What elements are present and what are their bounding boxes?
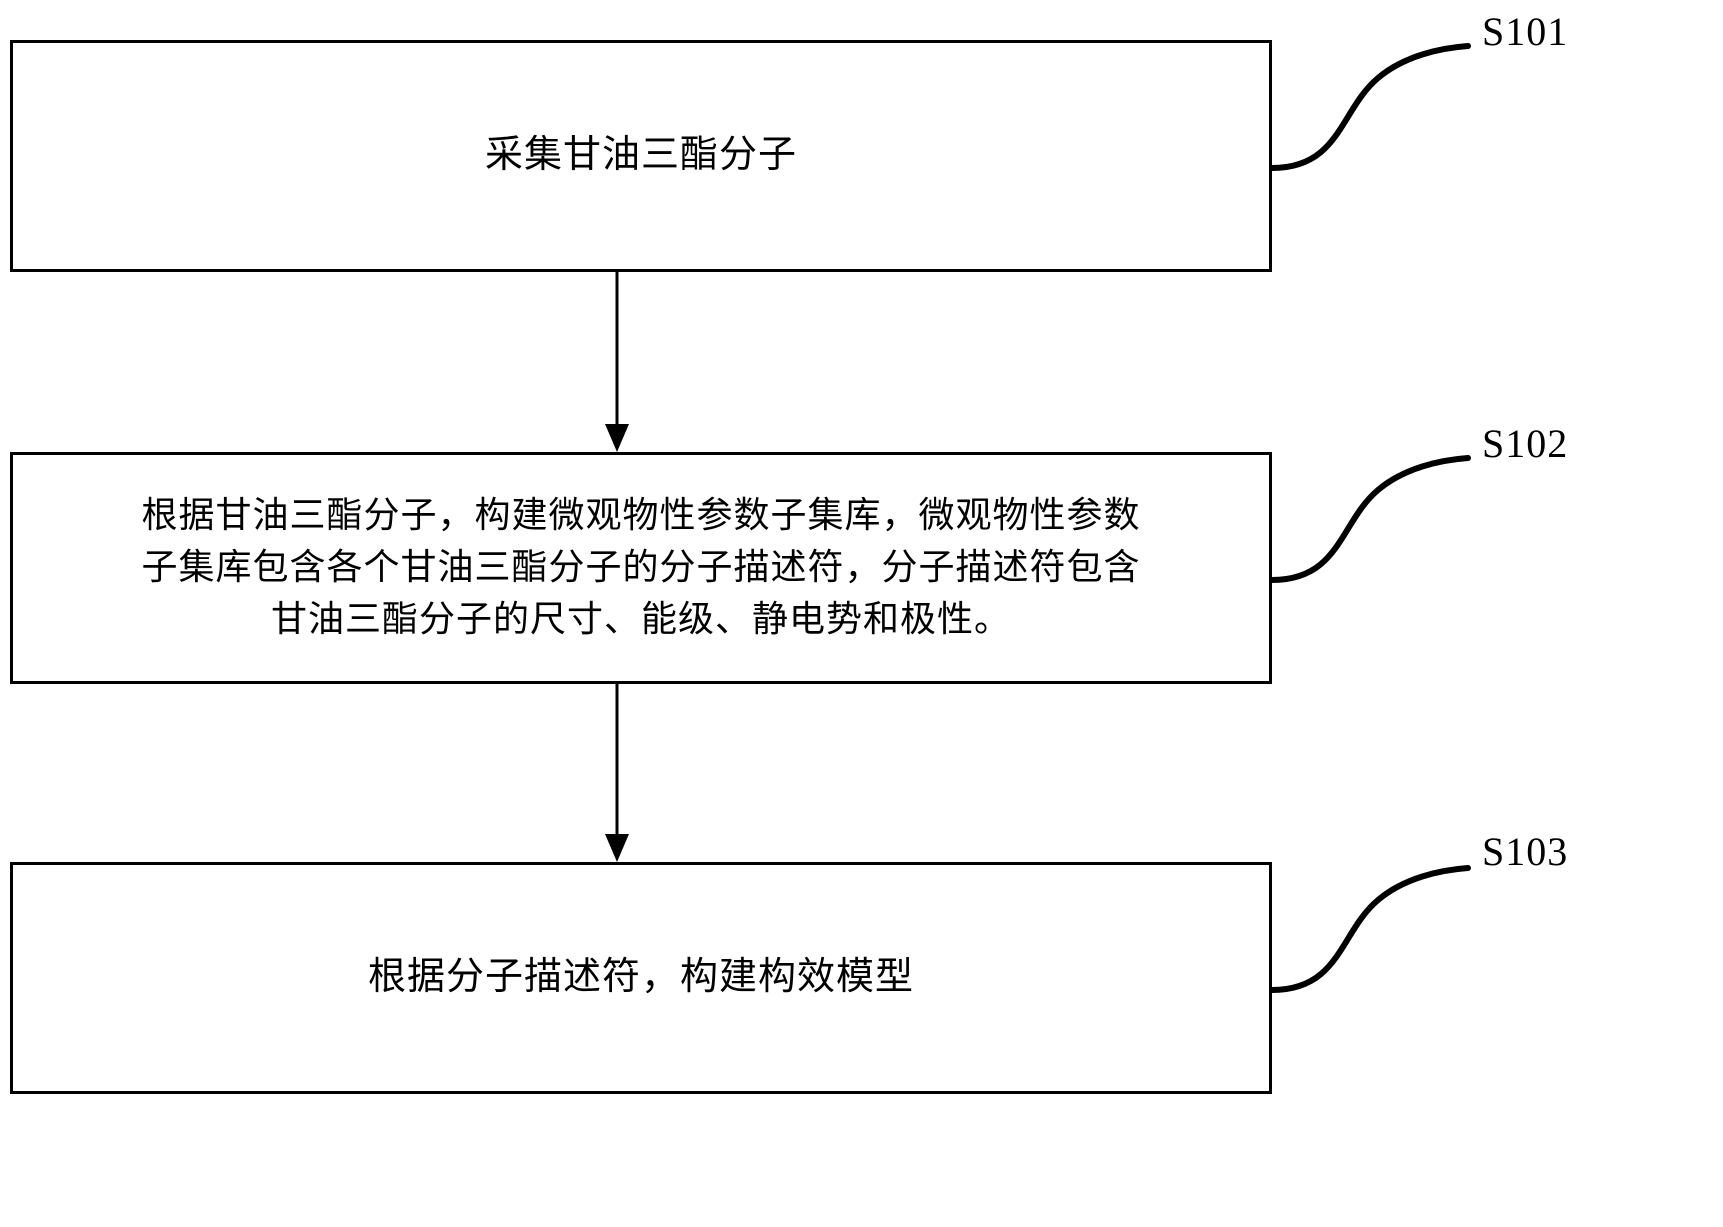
connector-s102-s103 (605, 684, 629, 862)
flow-step-s103[interactable]: 根据分子描述符，构建构效模型 (10, 862, 1272, 1094)
flow-step-s102-text: 根据甘油三酯分子，构建微观物性参数子集库，微观物性参数 子集库包含各个甘油三酯分… (141, 495, 1141, 639)
leader-line-s102 (1269, 455, 1471, 583)
step-label-s103: S103 (1482, 829, 1569, 874)
flow-step-s103-text: 根据分子描述符，构建构效模型 (367, 956, 914, 999)
leader-line-s103 (1269, 865, 1471, 993)
step-label-s101: S101 (1482, 9, 1569, 54)
flow-step-s101[interactable]: 采集甘油三酯分子 (10, 40, 1272, 272)
connector-s101-s102 (605, 272, 629, 452)
leader-line-s101 (1269, 43, 1471, 171)
flow-step-s102[interactable]: 根据甘油三酯分子，构建微观物性参数子集库，微观物性参数 子集库包含各个甘油三酯分… (10, 452, 1272, 684)
flow-step-s101-text: 采集甘油三酯分子 (484, 134, 797, 177)
step-label-s102: S102 (1482, 421, 1569, 466)
